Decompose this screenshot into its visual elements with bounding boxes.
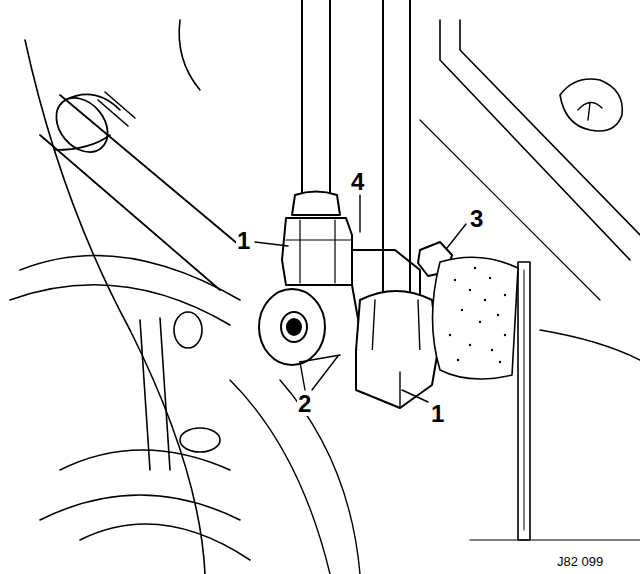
callout-number: 2 [297,392,312,416]
callout-number: 4 [350,170,365,194]
figure-reference: J82 099 [556,555,604,568]
callout-number: 3 [469,207,484,231]
callout-number: 1 [430,402,445,426]
callout-number: 1 [236,229,251,253]
